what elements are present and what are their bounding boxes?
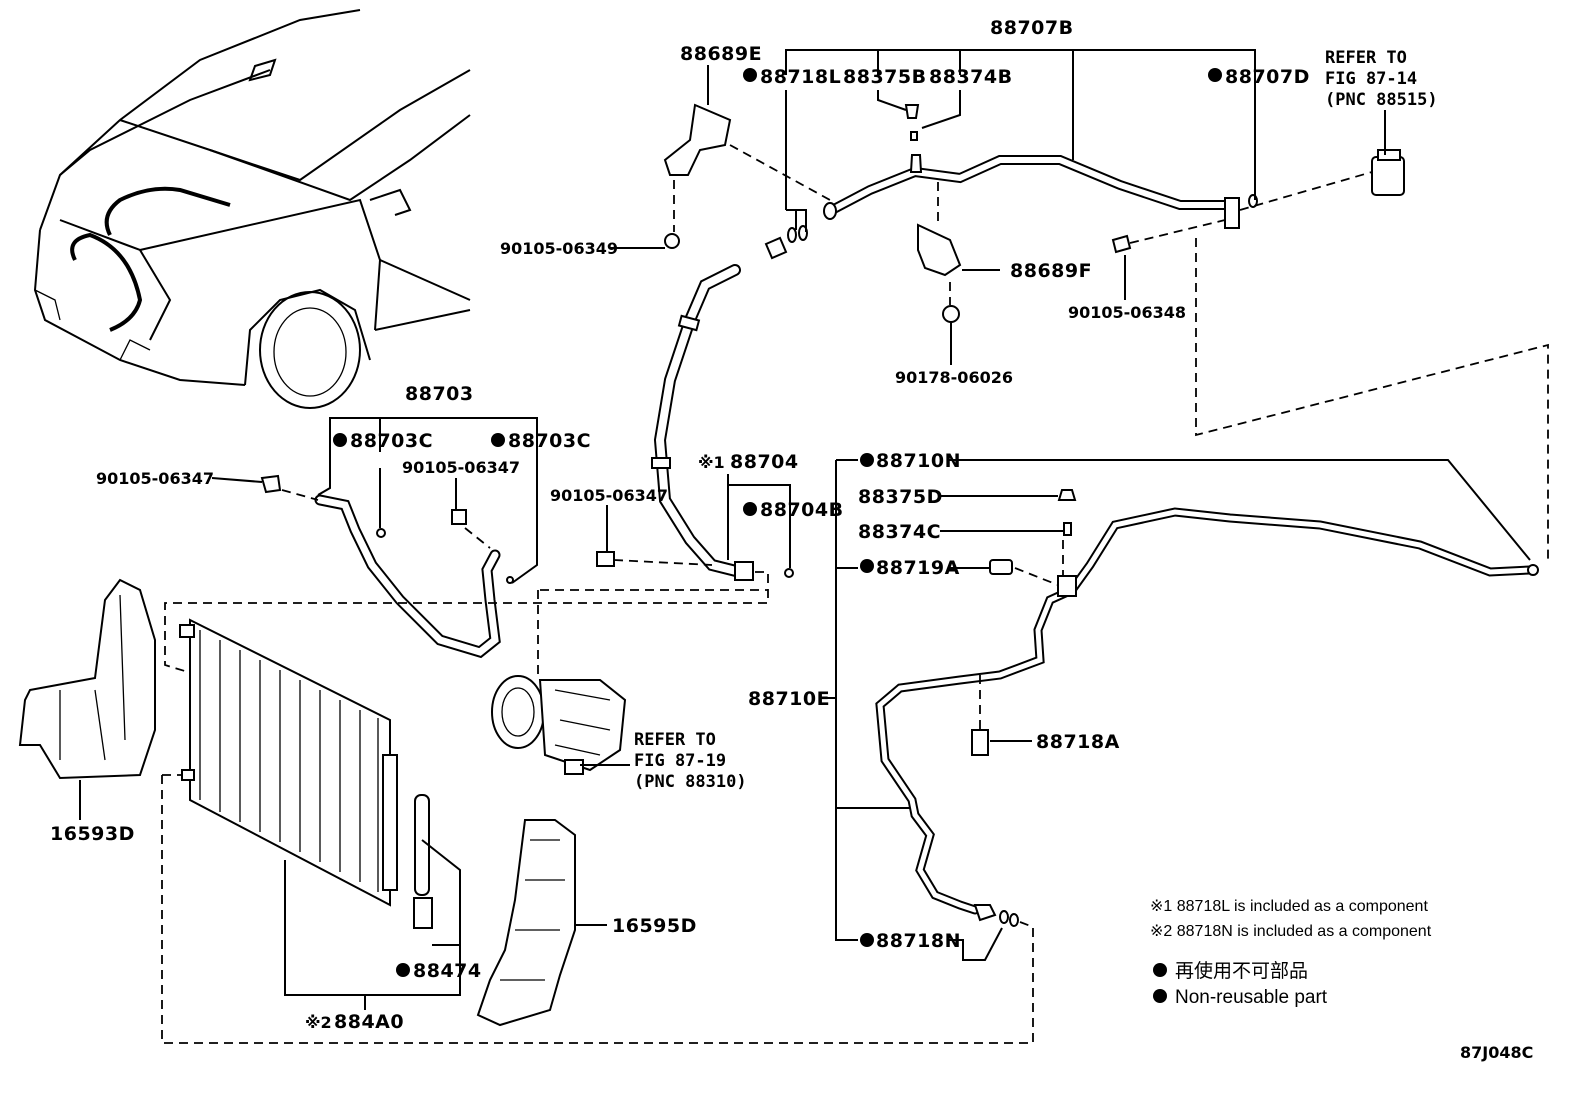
label-884A0: 884A0 xyxy=(334,1011,404,1033)
legend-en: Non-reusable part xyxy=(1175,987,1328,1008)
label-88375D: 88375D xyxy=(858,486,943,508)
non-reusable-markers xyxy=(333,68,1222,1003)
refer-to-mid-line2: FIG 87-19 xyxy=(634,751,726,771)
refer-to-mid-line3: (PNC 88310) xyxy=(634,772,747,792)
note-1: ※1 88718L is included as a component xyxy=(1150,898,1428,915)
label-88707D: 88707D xyxy=(1225,66,1310,88)
label-90105-06347-c: 90105-06347 xyxy=(550,486,668,505)
label-88703C-b: 88703C xyxy=(508,430,591,452)
compressor xyxy=(491,675,627,775)
legend-jp: 再使用不可部品 xyxy=(1175,960,1308,982)
label-88375B: 88375B xyxy=(843,66,927,88)
label-884A0-mark: ※2 xyxy=(305,1013,332,1032)
refer-to-line3: (PNC 88515) xyxy=(1325,90,1438,110)
label-88374C: 88374C xyxy=(858,521,941,543)
refer-to-line2: FIG 87-14 xyxy=(1325,69,1417,89)
label-90105-06348: 90105-06348 xyxy=(1068,303,1186,322)
condenser xyxy=(179,618,433,929)
label-88704-mark: ※1 xyxy=(698,453,725,472)
seal-16595D xyxy=(476,819,576,1027)
label-90105-06349: 90105-06349 xyxy=(500,239,618,258)
label-88703: 88703 xyxy=(405,383,474,405)
label-88689E: 88689E xyxy=(680,43,762,65)
label-88710E: 88710E xyxy=(748,688,830,710)
part-labels: 88707B 88689E 88718L 88375B 88374B 88707… xyxy=(50,17,1533,1062)
vehicle-illustration xyxy=(33,9,471,409)
label-88718N: 88718N xyxy=(876,930,961,952)
label-16595D: 16595D xyxy=(612,915,697,937)
label-16593D: 16593D xyxy=(50,823,135,845)
seal-16593D xyxy=(18,578,156,780)
dashed-guides xyxy=(161,144,1549,1044)
legend-en-dot xyxy=(1153,989,1167,1003)
label-88710N: 88710N xyxy=(876,450,961,472)
label-88719A: 88719A xyxy=(876,557,960,579)
label-88704: 88704 xyxy=(730,451,799,473)
label-88703C-a: 88703C xyxy=(350,430,433,452)
label-88474: 88474 xyxy=(413,960,482,982)
label-88718L: 88718L xyxy=(760,66,841,88)
label-88707B: 88707B xyxy=(990,17,1074,39)
refer-to-mid-line1: REFER TO xyxy=(634,730,716,750)
label-90105-06347-b: 90105-06347 xyxy=(402,458,520,477)
label-88689F: 88689F xyxy=(1010,260,1092,282)
refer-to-line1: REFER TO xyxy=(1325,48,1407,68)
note-2: ※2 88718N is included as a component xyxy=(1150,923,1432,940)
liquid-pipe-assembly xyxy=(875,489,1539,927)
figure-code: 87J048C xyxy=(1460,1043,1533,1062)
label-90178-06026: 90178-06026 xyxy=(895,368,1013,387)
label-88374B: 88374B xyxy=(929,66,1013,88)
label-88704B: 88704B xyxy=(760,499,844,521)
leader-lines xyxy=(79,49,1531,1010)
label-90105-06347-a: 90105-06347 xyxy=(96,469,214,488)
legend-jp-dot xyxy=(1153,963,1167,977)
label-88718A: 88718A xyxy=(1036,731,1120,753)
discharge-hose-assembly xyxy=(260,474,615,659)
suction-hose-assembly xyxy=(651,103,1405,581)
